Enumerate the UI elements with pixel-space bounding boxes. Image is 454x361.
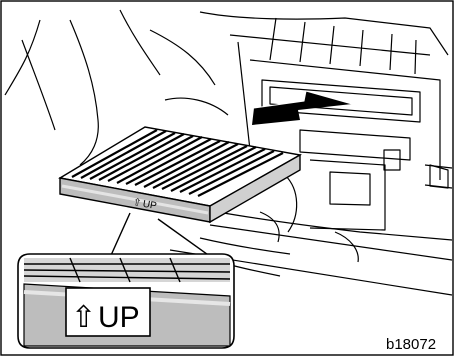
magnified-label-callout: ⇧ UP [18, 254, 234, 348]
callout-up-label: UP [98, 301, 140, 334]
figure-code: b18072 [386, 336, 436, 353]
callout-up-arrow-icon: ⇧ [71, 301, 96, 334]
